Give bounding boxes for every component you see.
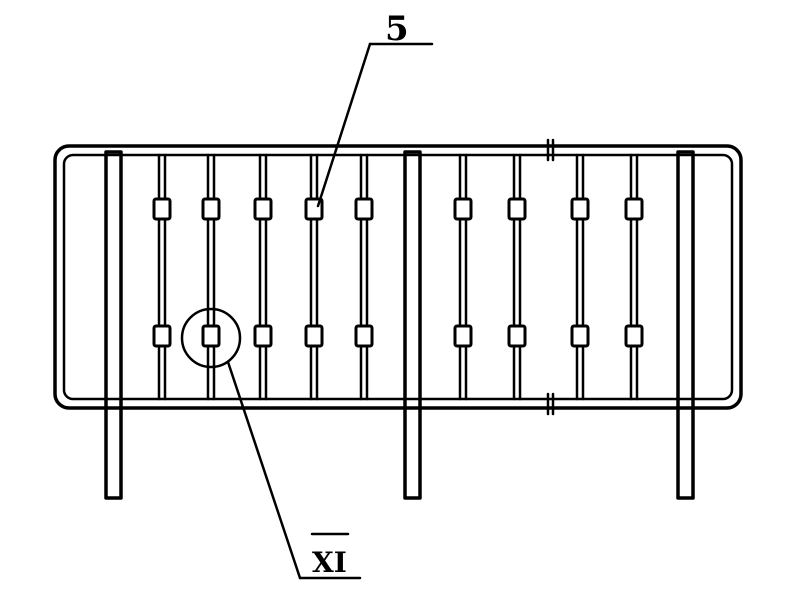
detail-circle [180, 307, 242, 369]
baluster-clamp [354, 197, 374, 221]
railing-posts [104, 150, 695, 500]
baluster [157, 153, 167, 401]
post-right [676, 150, 695, 500]
baluster-clamp [152, 324, 172, 348]
baluster [309, 153, 319, 401]
baluster-clamp [152, 197, 172, 221]
railing-frame [53, 144, 743, 410]
baluster-clamp [201, 324, 221, 348]
leader-detail-xi: XI [180, 307, 362, 580]
baluster [512, 153, 522, 401]
baluster [629, 153, 639, 401]
baluster [258, 153, 268, 401]
post-center [403, 150, 422, 500]
post-left [104, 150, 123, 500]
part-number-label: 5 [385, 9, 409, 49]
baluster-clamps [152, 197, 644, 348]
baluster-clamp [507, 324, 527, 348]
baluster [575, 153, 585, 401]
baluster-clamp [624, 324, 644, 348]
baluster [359, 153, 369, 401]
baluster-clamp [624, 197, 644, 221]
baluster-clamp [253, 197, 273, 221]
baluster-clamp [507, 197, 527, 221]
baluster-clamp [354, 324, 374, 348]
baluster-clamp [453, 197, 473, 221]
baluster [206, 153, 216, 401]
baluster-clamp [253, 324, 273, 348]
rail-marks [546, 138, 555, 416]
baluster-clamp [570, 324, 590, 348]
baluster [458, 153, 468, 401]
detail-view-label: XI [312, 546, 347, 579]
baluster-clamp [453, 324, 473, 348]
baluster-clamp [570, 197, 590, 221]
railing-balusters [157, 153, 639, 401]
baluster-clamp [201, 197, 221, 221]
leader-part-5: 5 [316, 9, 434, 208]
baluster-clamp [304, 324, 324, 348]
